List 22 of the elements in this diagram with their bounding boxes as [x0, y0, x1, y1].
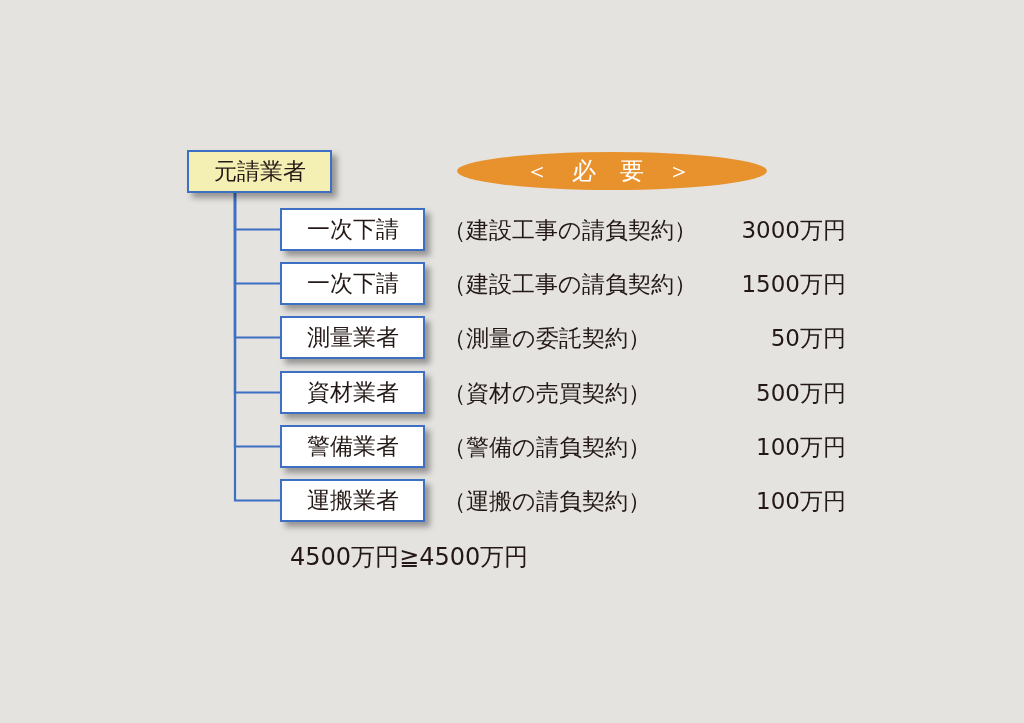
- subcontractor-box: 測量業者: [280, 316, 425, 359]
- contract-amount: 100万円: [756, 487, 846, 516]
- contract-type: （建設工事の請負契約）: [443, 270, 697, 299]
- total-comparison: 4500万円≧4500万円: [290, 542, 529, 573]
- subcontractor-box: 警備業者: [280, 425, 425, 468]
- contract-type: （測量の委託契約）: [443, 324, 651, 353]
- connector-line: [233, 193, 280, 502]
- contract-amount: 3000万円: [741, 216, 846, 245]
- contract-amount: 500万円: [756, 379, 846, 408]
- contract-type: （資材の売買契約）: [443, 379, 651, 408]
- subcontractor-box: 運搬業者: [280, 479, 425, 522]
- contract-amount: 100万円: [756, 433, 846, 462]
- contract-amount: 1500万円: [741, 270, 846, 299]
- subcontractor-box: 資材業者: [280, 371, 425, 414]
- prime-contractor-box: 元請業者: [187, 150, 332, 193]
- subcontractor-box: 一次下請: [280, 262, 425, 305]
- requirement-oval: ＜ 必 要 ＞: [457, 152, 767, 190]
- contract-type: （警備の請負契約）: [443, 433, 651, 462]
- contract-type: （運搬の請負契約）: [443, 487, 651, 516]
- contract-amount: 50万円: [770, 324, 846, 353]
- contract-type: （建設工事の請負契約）: [443, 216, 697, 245]
- subcontractor-box: 一次下請: [280, 208, 425, 251]
